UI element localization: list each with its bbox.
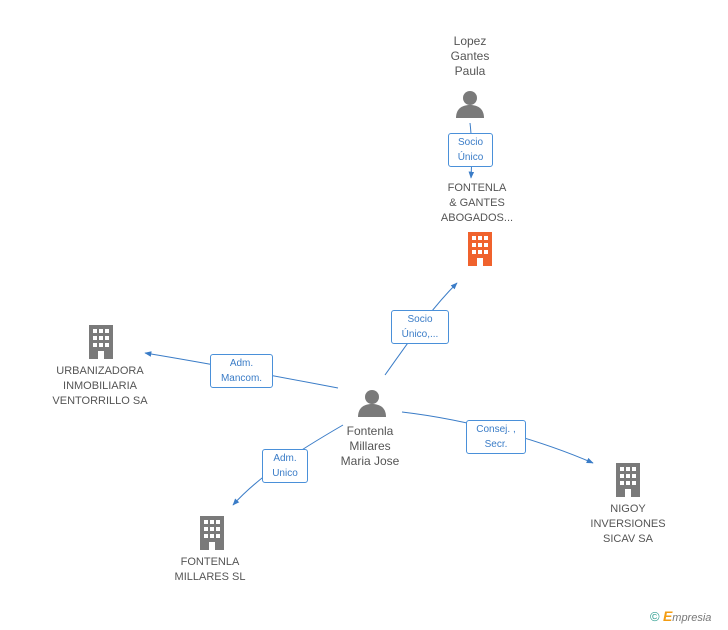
edge-label-adm-unico[interactable]: Adm. Unico <box>262 449 308 483</box>
node-label-fontenla-millares-maria-jose: Fontenla Millares Maria Jose <box>340 424 400 468</box>
building-icon[interactable] <box>612 463 644 497</box>
footer-brand: © Empresia <box>650 608 711 624</box>
brand-logo-text: mpresia <box>672 612 712 624</box>
node-label-fontenla-millares-sl: FONTENLA MILLARES SL <box>174 556 246 583</box>
copyright-symbol: © <box>650 609 660 624</box>
edge-label-adm-mancom[interactable]: Adm. Mancom. <box>210 354 273 388</box>
node-label-fontenla-gantes-abogados: FONTENLA & GANTES ABOGADOS... <box>440 182 514 224</box>
person-icon[interactable] <box>357 388 387 418</box>
building-icon[interactable] <box>85 325 117 359</box>
edge-label-socio-unico-etc[interactable]: Socio Único,... <box>391 310 449 344</box>
building-icon-highlight[interactable] <box>464 232 496 266</box>
building-icon[interactable] <box>196 516 228 550</box>
edge-label-consej-secr[interactable]: Consej. , Secr. <box>466 420 526 454</box>
node-label-lopez-gantes-paula: Lopez Gantes Paula <box>450 34 490 78</box>
node-label-urbanizadora: URBANIZADORA INMOBILIARIA VENTORRILLO SA <box>52 365 148 407</box>
edge-label-socio-unico[interactable]: Socio Único <box>448 133 493 167</box>
person-icon[interactable] <box>455 89 485 119</box>
node-label-nigoy: NIGOY INVERSIONES SICAV SA <box>590 503 666 545</box>
brand-logo-e: E <box>662 608 673 624</box>
